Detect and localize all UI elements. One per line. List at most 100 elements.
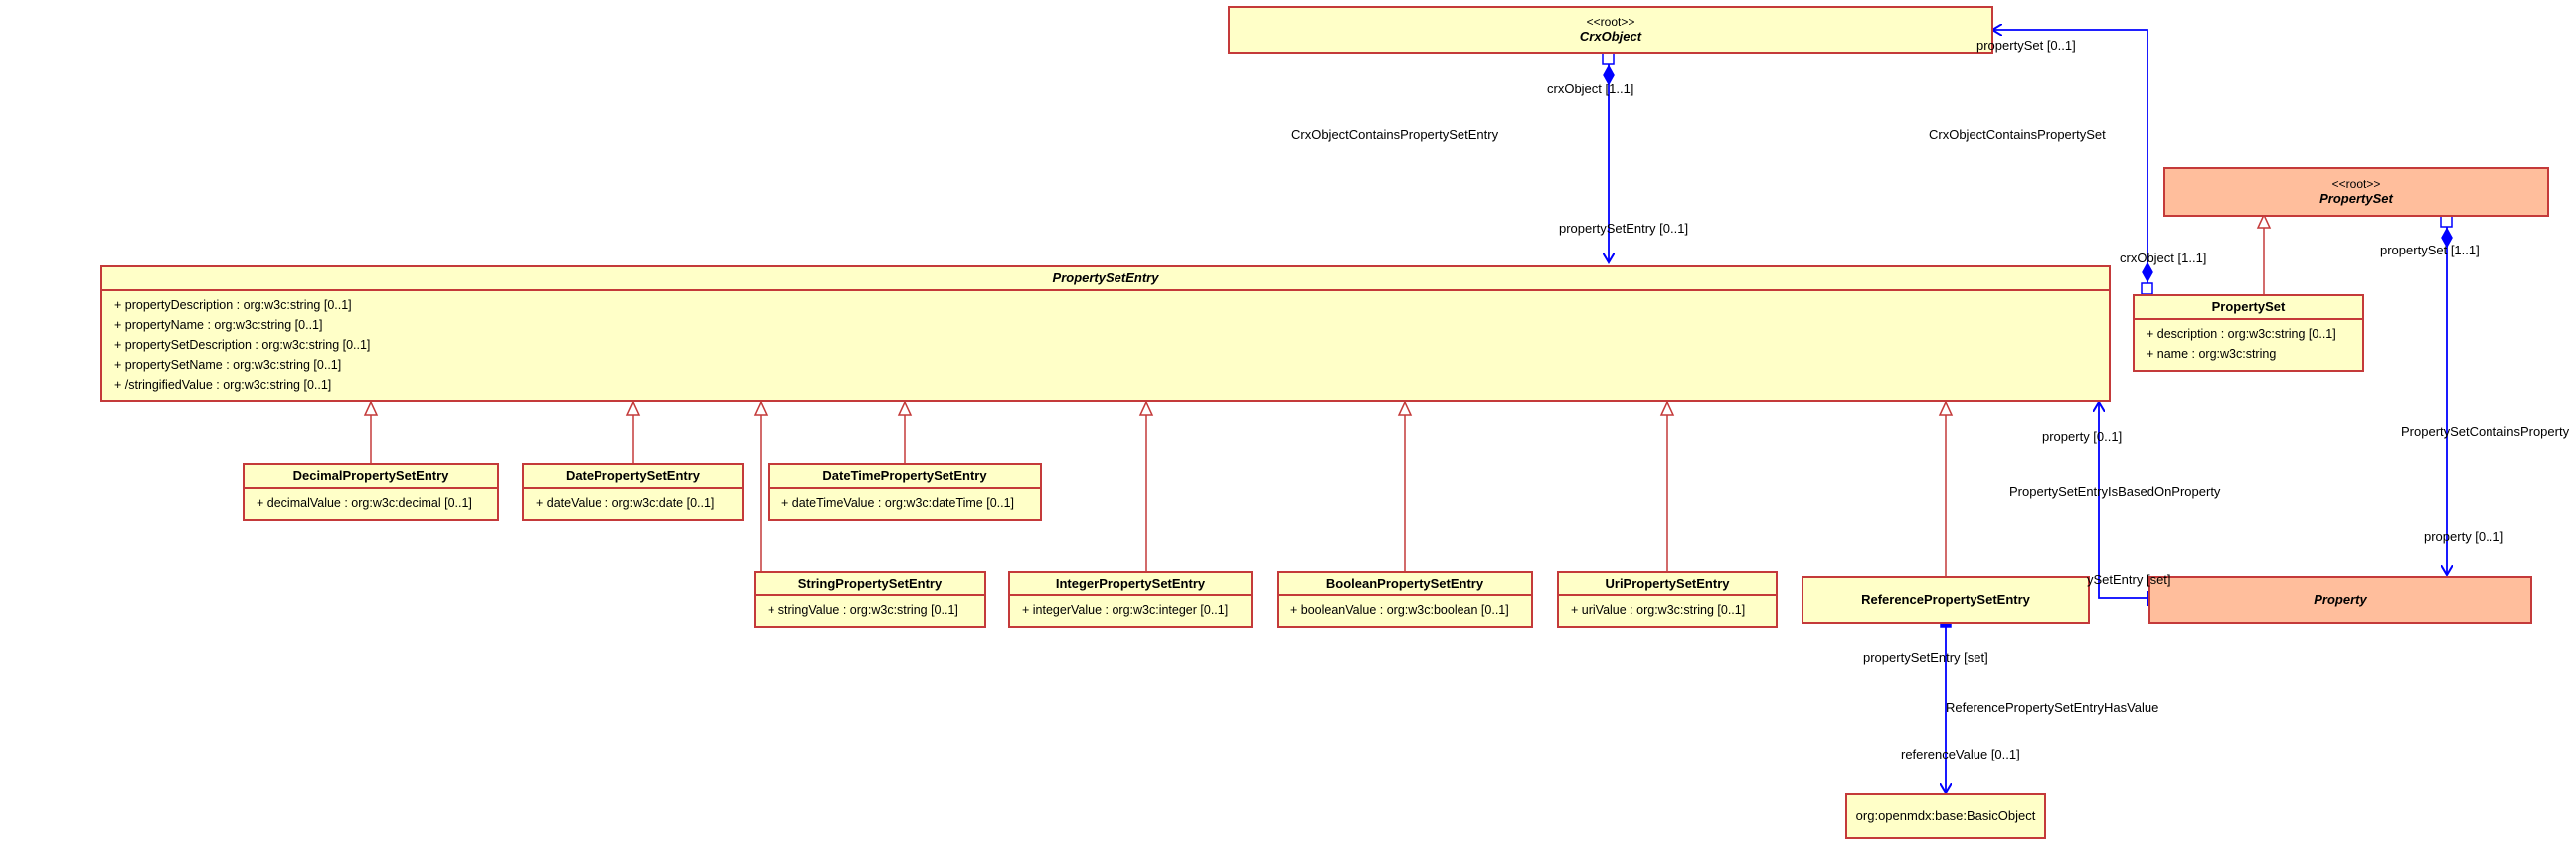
attribute-list: + dateTimeValue : org:w3c:dateTime [0..1… (770, 489, 1040, 513)
role-label-crxobject-2: crxObject [1..1] (2120, 251, 2207, 265)
attribute: + dateTimeValue : org:w3c:dateTime [0..1… (781, 496, 1015, 510)
class-header: Property (2150, 578, 2530, 622)
attribute: + stringValue : org:w3c:string [0..1] (768, 603, 958, 617)
attribute-list: + propertyDescription : org:w3c:string [… (102, 291, 2109, 395)
attribute-list: + stringValue : org:w3c:string [0..1] (756, 596, 984, 620)
class-crxobject[interactable]: <<root>> CrxObject (1228, 6, 1993, 54)
attribute-list: + booleanValue : org:w3c:boolean [0..1] (1279, 596, 1531, 620)
attribute: + propertySetDescription : org:w3c:strin… (114, 338, 371, 352)
class-datetimepropertysetentry[interactable]: DateTimePropertySetEntry + dateTimeValue… (768, 463, 1042, 521)
association-name-set-contains-property: PropertySetContainsProperty (2401, 424, 2570, 439)
composition-diamond-crxobject (1603, 64, 1615, 85)
class-propertysetentry-header: PropertySetEntry (102, 267, 2109, 291)
composition-diamond-propertyset (2142, 261, 2153, 283)
class-uripropertysetentry[interactable]: UriPropertySetEntry + uriValue : org:w3c… (1557, 571, 1778, 628)
attribute: + uriValue : org:w3c:string [0..1] (1571, 603, 1746, 617)
gen-triangle-decimal (363, 400, 379, 416)
gen-triangle-reference (1938, 400, 1954, 416)
stereotype-label: <<root>> (2331, 177, 2381, 191)
attribute: + propertyName : org:w3c:string [0..1] (114, 318, 323, 332)
class-name: org:openmdx:base:BasicObject (1855, 808, 2036, 823)
attribute: + integerValue : org:w3c:integer [0..1] (1022, 603, 1229, 617)
class-basicobject[interactable]: org:openmdx:base:BasicObject (1845, 793, 2046, 839)
gen-triangle-propertyset (2256, 213, 2272, 229)
attribute-list: + decimalValue : org:w3c:decimal [0..1] (245, 489, 497, 513)
role-label-propertyset-11: propertySet [1..1] (2380, 243, 2480, 257)
composition-port-crxobject (1602, 52, 1615, 65)
class-header: StringPropertySetEntry (756, 573, 984, 596)
class-integerpropertysetentry[interactable]: IntegerPropertySetEntry + integerValue :… (1008, 571, 1253, 628)
attribute: + propertyDescription : org:w3c:string [… (114, 298, 352, 312)
attribute-list: + integerValue : org:w3c:integer [0..1] (1010, 596, 1251, 620)
attribute: + /stringifiedValue : org:w3c:string [0.… (114, 378, 332, 392)
class-propertyset-header: PropertySet (2135, 296, 2362, 320)
class-propertyset-root-header: <<root>> PropertySet (2165, 169, 2547, 215)
class-header: BooleanPropertySetEntry (1279, 573, 1531, 596)
class-header: DecimalPropertySetEntry (245, 465, 497, 489)
role-label-property-target: property [0..1] (2424, 529, 2504, 544)
class-stringpropertysetentry[interactable]: StringPropertySetEntry + stringValue : o… (754, 571, 986, 628)
class-name: DatePropertySetEntry (565, 468, 701, 483)
attribute-list: + uriValue : org:w3c:string [0..1] (1559, 596, 1776, 620)
association-name-has-value: ReferencePropertySetEntryHasValue (1946, 700, 2159, 715)
class-name: CrxObject (1579, 29, 1642, 44)
composition-diamond-propertyset-root (2441, 227, 2453, 249)
attribute: + name : org:w3c:string (2147, 347, 2277, 361)
class-propertysetentry[interactable]: PropertySetEntry + propertyDescription :… (100, 265, 2111, 402)
gen-triangle-datetime (897, 400, 913, 416)
role-label-referencevalue: referenceValue [0..1] (1901, 747, 2020, 761)
class-header: UriPropertySetEntry (1559, 573, 1776, 596)
class-propertyset-root[interactable]: <<root>> PropertySet (2163, 167, 2549, 217)
class-name: DateTimePropertySetEntry (822, 468, 987, 483)
class-propertyset[interactable]: PropertySet + description : org:w3c:stri… (2133, 294, 2364, 372)
role-label-crxobject: crxObject [1..1] (1547, 82, 1634, 96)
class-name: Property (2314, 591, 2367, 607)
gen-triangle-string (753, 400, 769, 416)
class-booleanpropertysetentry[interactable]: BooleanPropertySetEntry + booleanValue :… (1277, 571, 1533, 628)
class-crxobject-header: <<root>> CrxObject (1230, 8, 1991, 52)
attribute: + description : org:w3c:string [0..1] (2147, 327, 2336, 341)
role-label-propertysetentry-set: propertySetEntry [set] (1863, 650, 1988, 665)
assoc-property-entry (2099, 402, 2148, 599)
stereotype-label: <<root>> (1586, 15, 1635, 29)
class-name: ReferencePropertySetEntry (1861, 591, 2030, 607)
class-header: ReferencePropertySetEntry (1803, 578, 2088, 622)
class-property[interactable]: Property (2148, 576, 2532, 624)
class-name: StringPropertySetEntry (797, 576, 943, 591)
association-name-contains-set: CrxObjectContainsPropertySet (1929, 127, 2106, 142)
attribute: + decimalValue : org:w3c:decimal [0..1] (257, 496, 472, 510)
class-name: PropertySet (2211, 299, 2286, 314)
class-name: UriPropertySetEntry (1605, 576, 1730, 591)
class-name: BooleanPropertySetEntry (1325, 576, 1484, 591)
class-header: DatePropertySetEntry (524, 465, 742, 489)
class-datepropertysetentry[interactable]: DatePropertySetEntry + dateValue : org:w… (522, 463, 744, 521)
association-name-contains-entry: CrxObjectContainsPropertySetEntry (1291, 127, 1499, 142)
class-header: IntegerPropertySetEntry (1010, 573, 1251, 596)
class-referencepropertysetentry[interactable]: ReferencePropertySetEntry (1802, 576, 2090, 624)
attribute: + propertySetName : org:w3c:string [0..1… (114, 358, 342, 372)
attribute-list: + description : org:w3c:string [0..1] + … (2135, 320, 2362, 364)
attribute: + dateValue : org:w3c:date [0..1] (536, 496, 715, 510)
role-label-propertysetentry-set-cut: ySetEntry [set] (2087, 572, 2171, 587)
assoc-propertyset-crxobject (1992, 30, 2148, 294)
class-header: DateTimePropertySetEntry (770, 465, 1040, 489)
class-name: DecimalPropertySetEntry (292, 468, 449, 483)
role-label-propertyset: propertySet [0..1] (1976, 38, 2076, 53)
gen-triangle-uri (1659, 400, 1675, 416)
composition-port-propertyset (2141, 282, 2153, 295)
gen-triangle-boolean (1397, 400, 1413, 416)
attribute-list: + dateValue : org:w3c:date [0..1] (524, 489, 742, 513)
gen-triangle-date (625, 400, 641, 416)
class-decimalpropertysetentry[interactable]: DecimalPropertySetEntry + decimalValue :… (243, 463, 499, 521)
class-name: IntegerPropertySetEntry (1055, 576, 1206, 591)
role-label-property: property [0..1] (2042, 429, 2123, 444)
gen-triangle-integer (1138, 400, 1154, 416)
role-label-propertysetentry: propertySetEntry [0..1] (1559, 221, 1689, 236)
composition-port-propertyset-root (2440, 215, 2453, 228)
association-name-based-on-property: PropertySetEntryIsBasedOnProperty (2009, 484, 2221, 499)
attribute: + booleanValue : org:w3c:boolean [0..1] (1290, 603, 1509, 617)
class-name: PropertySetEntry (1052, 270, 1159, 285)
class-header: org:openmdx:base:BasicObject (1847, 795, 2044, 837)
class-name: PropertySet (2319, 191, 2393, 206)
